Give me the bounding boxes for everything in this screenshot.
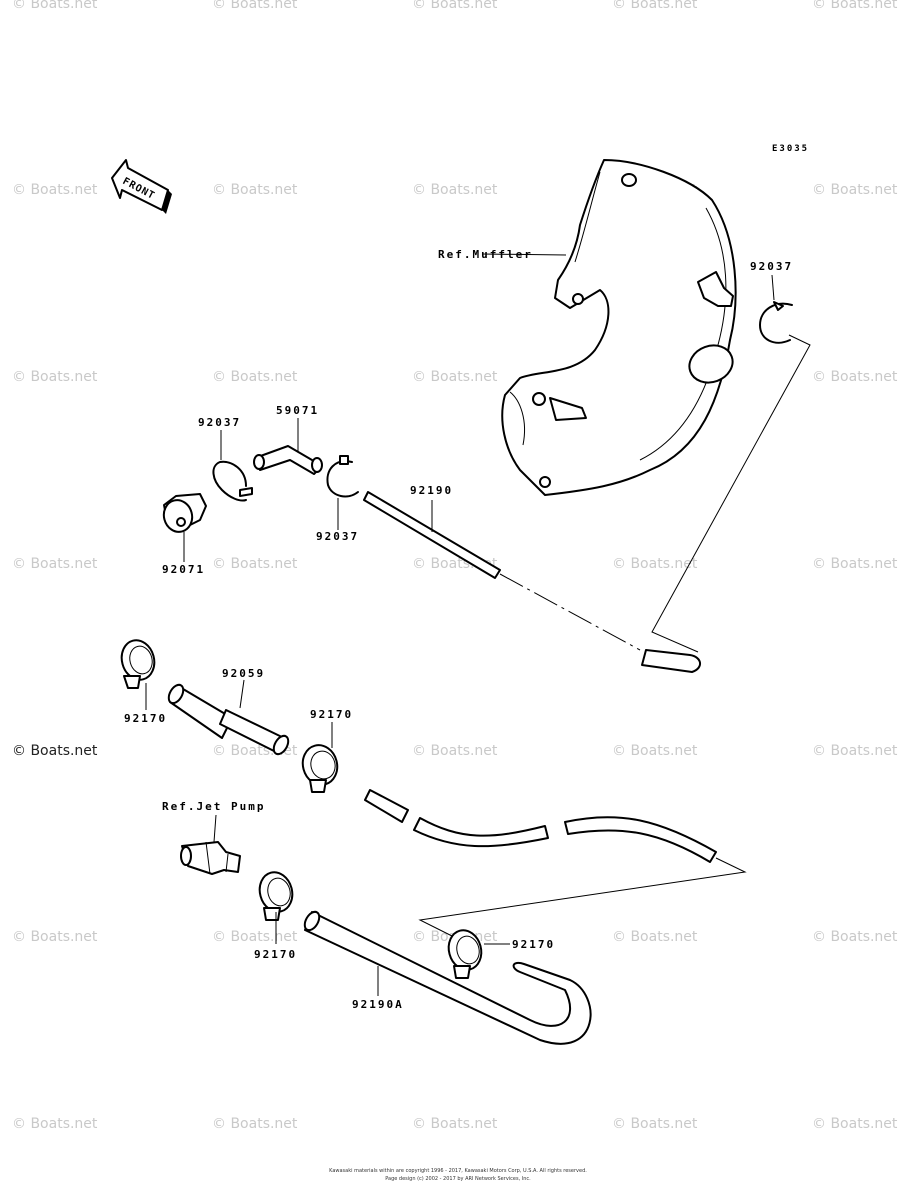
watermark: © Boats.net: [12, 929, 98, 945]
watermark: © Boats.net: [212, 182, 298, 198]
clamp-92037-left: [212, 460, 253, 502]
watermark: © Boats.net: [12, 556, 98, 572]
label-92037-c: 92037: [316, 530, 359, 543]
clamp-92037-right: [326, 455, 359, 498]
watermark: © Boats.net: [412, 743, 498, 759]
label-ref-jet-pump: Ref.Jet Pump: [162, 800, 265, 813]
clamp-92170-b: [301, 744, 339, 793]
watermark: © Boats.net: [12, 0, 98, 12]
cap-92071: [162, 493, 207, 533]
label-92170-b: 92170: [310, 708, 353, 721]
footer-copyright: Kawasaki materials within are copyright …: [329, 1168, 587, 1174]
watermark: © Boats.net: [212, 929, 298, 945]
watermark: © Boats.net: [12, 369, 98, 385]
watermark: © Boats.net: [412, 0, 498, 12]
watermark: © Boats.net: [612, 0, 698, 12]
clamp-92170-a: [120, 639, 156, 689]
label-92170-a: 92170: [124, 712, 167, 725]
clamp-92037-muffler: [759, 301, 793, 344]
front-arrow-icon: FRONT: [111, 159, 172, 214]
label-92190a: 92190A: [352, 998, 404, 1011]
clamp-92170-d: [447, 929, 483, 979]
watermark: © Boats.net: [612, 929, 698, 945]
hose-middle: [364, 789, 717, 863]
hose-92190: [363, 491, 701, 673]
muffler: [501, 159, 737, 496]
watermark: © Boats.net: [612, 556, 698, 572]
watermark: © Boats.net: [212, 0, 298, 12]
label-92059: 92059: [222, 667, 265, 680]
footer-design: Page design (c) 2002 - 2017 by ARI Netwo…: [385, 1176, 531, 1182]
diagram-code: E3035: [772, 144, 809, 154]
hose-92190a: [303, 910, 592, 1045]
watermark: © Boats.net: [612, 743, 698, 759]
label-92190: 92190: [410, 484, 453, 497]
watermark: © Boats.net: [812, 929, 898, 945]
label-ref-muffler: Ref.Muffler: [438, 248, 533, 261]
watermark: © Boats.net: [612, 1116, 698, 1132]
watermark: © Boats.net: [212, 1116, 298, 1132]
jet-pump-fitting: [180, 841, 241, 875]
watermark: © Boats.net: [812, 1116, 898, 1132]
label-92170-c: 92170: [254, 948, 297, 961]
label-92037-b: 92037: [198, 416, 241, 429]
watermark: © Boats.net: [412, 182, 498, 198]
watermark: © Boats.net: [812, 182, 898, 198]
watermark: © Boats.net: [12, 743, 98, 759]
label-92170-d: 92170: [512, 938, 555, 951]
label-92071: 92071: [162, 563, 205, 576]
watermark: © Boats.net: [812, 556, 898, 572]
watermark: © Boats.net: [12, 1116, 98, 1132]
watermark: © Boats.net: [412, 369, 498, 385]
watermark: © Boats.net: [812, 369, 898, 385]
label-92037-a: 92037: [750, 260, 793, 273]
hose-92059: [167, 683, 290, 756]
watermark: © Boats.net: [812, 0, 898, 12]
watermark: © Boats.net: [212, 556, 298, 572]
watermark: © Boats.net: [212, 369, 298, 385]
watermark: © Boats.net: [412, 1116, 498, 1132]
watermark: © Boats.net: [812, 743, 898, 759]
label-59071: 59071: [276, 404, 319, 417]
fitting-59071: [253, 445, 323, 475]
watermark: © Boats.net: [12, 182, 98, 198]
